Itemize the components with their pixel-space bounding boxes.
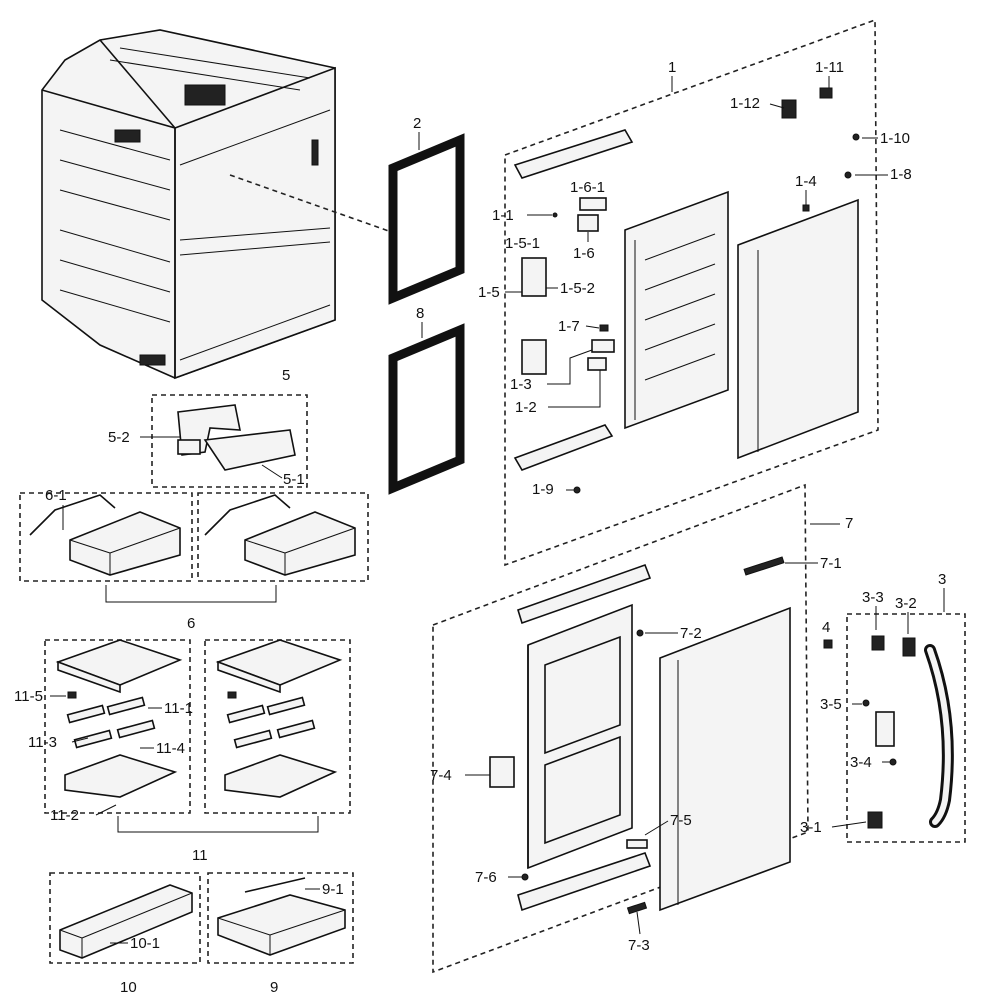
door-bin-9 [217,877,346,956]
label-11-5: 11-5 [14,688,43,705]
label-1-9: 1-9 [532,481,554,498]
group-6-box-left [19,492,193,582]
label-7-3: 7-3 [628,937,650,954]
label-9: 9 [270,979,278,996]
label-9-1: 9-1 [322,881,344,898]
label-3-2: 3-2 [895,595,917,612]
group-5-box [151,394,308,488]
group-1-box [504,18,879,567]
label-3-1: 3-1 [800,819,822,836]
door-handle-3 [823,635,954,829]
label-11-2: 11-2 [50,807,79,824]
label-6-1: 6-1 [45,487,67,504]
label-5-2: 5-2 [108,429,130,446]
door-7-assembly [489,556,791,915]
label-7-5: 7-5 [670,812,692,829]
label-1-2: 1-2 [515,399,537,416]
label-10-1: 10-1 [130,935,160,952]
bracket-5 [177,404,296,471]
label-11-4: 11-4 [156,740,185,757]
label-1-8: 1-8 [890,166,912,183]
label-1-10: 1-10 [880,130,910,147]
label-5-1: 5-1 [283,471,305,488]
label-1-11: 1-11 [815,59,844,76]
label-3-4: 3-4 [850,754,872,771]
label-7-2: 7-2 [680,625,702,642]
group-6-box-right [197,492,369,582]
label-11-1: 11-1 [164,700,193,717]
label-1-5: 1-5 [478,284,500,301]
label-2: 2 [413,115,421,132]
group-11-box-left [44,639,191,814]
label-7-6: 7-6 [475,869,497,886]
label-8: 8 [416,305,424,322]
label-7-4: 7-4 [430,767,452,784]
group-10-box [49,872,201,964]
crisper-drawer-right [204,494,356,576]
vegetable-tray-left [55,639,183,798]
label-6: 6 [187,615,195,632]
label-7-1: 7-1 [820,555,842,572]
label-1-12: 1-12 [730,95,760,112]
vegetable-tray-right [215,639,343,798]
door-gasket-8 [388,323,465,495]
door-gasket-2 [388,133,465,305]
label-7: 7 [845,515,853,532]
door-bin-10 [59,884,193,959]
label-3: 3 [938,571,946,588]
label-3-3: 3-3 [862,589,884,606]
refrigerator-cabinet [41,29,401,380]
group-3-box [846,613,966,843]
label-11-3: 11-3 [28,734,57,751]
group-7-box [432,483,809,974]
crisper-drawer-left [29,494,181,576]
label-5: 5 [282,367,290,384]
label-1-1: 1-1 [492,207,514,224]
label-1-6: 1-6 [573,245,595,262]
label-1-3: 1-3 [510,376,532,393]
label-10: 10 [120,979,137,996]
group-9-box [207,872,354,964]
label-3-5: 3-5 [820,696,842,713]
label-1-7: 1-7 [558,318,580,335]
group-11-box-right [204,639,351,814]
door-1-assembly [513,87,860,494]
label-1-5-2: 1-5-2 [560,280,595,297]
label-1-4: 1-4 [795,173,817,190]
label-1-5-1: 1-5-1 [505,235,540,252]
label-1-6-1: 1-6-1 [570,179,605,196]
label-4: 4 [822,619,830,636]
label-11: 11 [192,847,208,864]
label-1: 1 [668,59,676,76]
